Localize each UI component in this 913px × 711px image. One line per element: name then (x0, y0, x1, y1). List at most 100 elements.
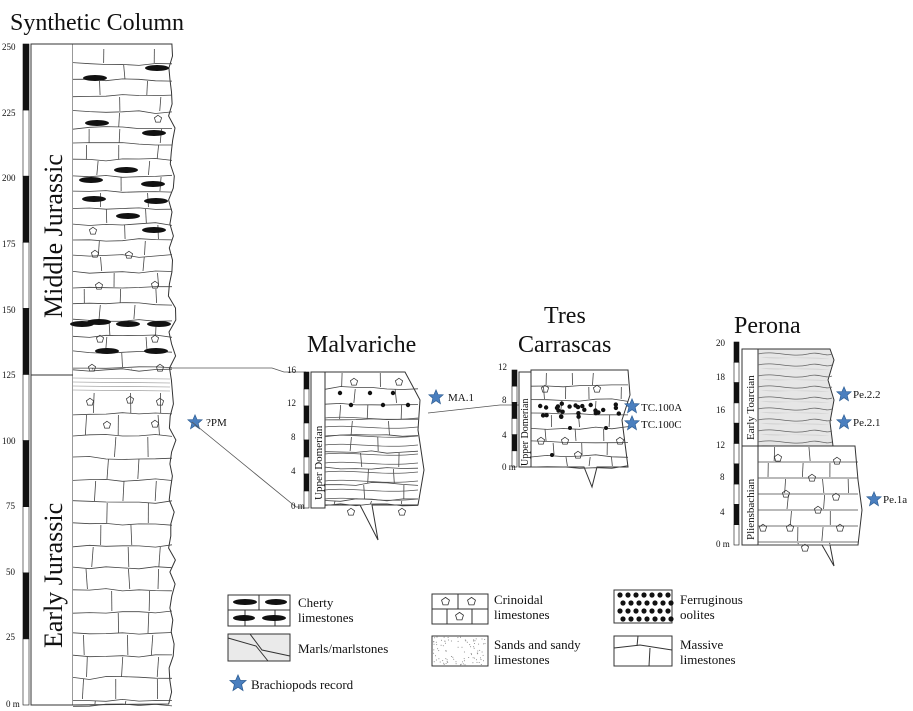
nodular-fill (760, 379, 830, 381)
sand-grain (436, 636, 438, 638)
oolite-dot (543, 405, 549, 410)
sand-grain (475, 638, 477, 640)
synthetic-tick-250: 250 (2, 42, 16, 52)
sand-grain (463, 660, 465, 662)
joint (100, 256, 103, 272)
marl-line (324, 425, 419, 429)
sand-grain (438, 650, 440, 652)
bed-line (72, 94, 173, 98)
legend: Cherty limestones Marls/marlstones Brach… (227, 589, 743, 692)
marl-line (72, 385, 171, 388)
oolite-dot (644, 600, 650, 606)
correlation-line-top (170, 367, 306, 373)
oolite-dot (380, 402, 386, 408)
oolite-dot (540, 413, 546, 418)
legend-item-ferruginous: Ferruginous oolites (613, 589, 743, 624)
sand-grain (437, 648, 439, 650)
legend-crinoidal-line1: Crinoidal (494, 592, 543, 607)
bed-line (72, 207, 173, 210)
sample-label-tc100c: TC.100C (641, 419, 682, 431)
legend-sands-line1: Sands and sandy (494, 637, 581, 652)
sand-grain (441, 639, 442, 641)
sand-grain (477, 653, 479, 655)
sample-label-ma1: MA.1 (448, 392, 474, 404)
joint (801, 462, 804, 478)
sand-grain (445, 662, 447, 664)
oolite-dot (582, 407, 587, 412)
nodular-fill (760, 401, 830, 403)
scale-segment (303, 490, 310, 509)
sand-grain (433, 652, 435, 654)
nodular-fill (760, 368, 830, 370)
oolite-dot (625, 608, 631, 614)
sample-label-tc100a: TC.100A (641, 402, 682, 414)
malvariche-unit-label: 0 m (291, 501, 305, 511)
sand-grain (465, 640, 467, 642)
joint (137, 458, 140, 480)
sand-grain (433, 643, 435, 645)
nodular-fill (760, 390, 830, 392)
scale-segment (733, 483, 740, 505)
bed-line (324, 503, 419, 507)
bed-line (72, 434, 173, 437)
joint (121, 352, 123, 368)
bed-line (72, 676, 173, 680)
sand-grain (478, 662, 480, 663)
joint (822, 478, 825, 494)
bed-line (72, 270, 173, 274)
joint (394, 388, 397, 404)
oolite-dot (405, 402, 411, 408)
marl-line (324, 416, 419, 420)
oolite-dot (625, 592, 631, 598)
scale-segment (22, 242, 30, 309)
malvariche-tick-12: 12 (287, 398, 296, 408)
sand-grain (443, 663, 445, 665)
synthetic-column: Synthetic Column 0 m 25 50 75 100 125 15… (2, 10, 227, 709)
joint (158, 546, 161, 568)
joint (144, 240, 146, 256)
joint (367, 468, 369, 484)
chert-nodule (116, 321, 140, 327)
joint (96, 160, 99, 176)
sand-grain (460, 664, 461, 666)
sand-grain (444, 640, 446, 642)
scale-segment (511, 418, 518, 435)
nodular-fill (760, 357, 830, 359)
bed-line (530, 384, 628, 388)
sand-grain (463, 651, 465, 653)
tres-carrascas-title-line2: Carrascas (518, 332, 611, 358)
brachiopod-star-icon (428, 389, 444, 405)
scale-segment (733, 361, 740, 383)
sand-grain (457, 646, 459, 648)
sand-grain (446, 661, 448, 663)
scale-segment (733, 524, 740, 546)
joint (543, 386, 545, 400)
perona-unit-label: 0 m (716, 539, 730, 549)
malvariche-column: Malvariche 0 m 4 8 12 16 Upper Domerian … (287, 332, 474, 541)
oolite-dot (617, 592, 623, 598)
joint (544, 428, 547, 442)
bed-line (72, 238, 173, 242)
tc-tick-12: 12 (498, 362, 507, 372)
sand-grain (461, 646, 463, 648)
joint (124, 700, 127, 705)
chert-nodule (82, 196, 106, 202)
malvariche-tick-4: 4 (291, 466, 296, 476)
sand-grain (447, 639, 449, 641)
perona-tick-4: 4 (720, 507, 725, 517)
bed-line (72, 610, 173, 614)
sand-grain (469, 644, 471, 646)
bed-line (72, 62, 173, 66)
synthetic-tick-50: 50 (6, 567, 16, 577)
joint (797, 542, 799, 545)
scale-segment (22, 109, 30, 177)
synthetic-tick-150: 150 (2, 305, 16, 315)
scale-segment (511, 385, 518, 403)
oolite-dot (668, 600, 674, 606)
bed-line (324, 498, 418, 502)
joint (128, 568, 131, 590)
legend-item-sands: Sands and sandy limestones (431, 635, 581, 667)
scale-segment (303, 422, 310, 441)
sand-grain (460, 663, 462, 665)
marl-line (72, 389, 171, 392)
